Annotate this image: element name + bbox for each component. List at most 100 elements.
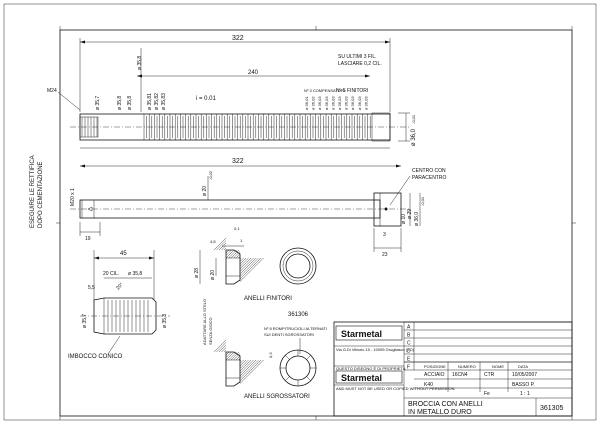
- finisher-dia-label: ø 36,03: [337, 96, 342, 110]
- finisher-label: Nº 5 FINITORI: [336, 88, 368, 94]
- dia-c: ø 35,8: [137, 56, 143, 70]
- finishing-label: ANELLI FINITORI: [244, 296, 292, 302]
- thread-m20: M20 x 1: [70, 188, 76, 206]
- dia-20-ring: ø 20: [210, 270, 216, 280]
- pilot-end: [373, 192, 402, 227]
- drawing-number: 361305: [540, 405, 563, 412]
- rev-letter: C: [407, 341, 411, 347]
- material: ACCIAIO: [424, 372, 445, 378]
- top-view: 322 240 SU ULTIMI 3 FIL. LASCIARE 0,2 CI…: [47, 35, 417, 149]
- dia-357-front: ø 35,7: [82, 314, 88, 328]
- hdr-numero: NUMERO: [458, 364, 476, 369]
- finisher-dia-label: ø 36,03: [324, 96, 329, 110]
- finisher-dia-label: ø 36,03: [363, 96, 368, 110]
- pitch-label: i = 0.01: [196, 96, 217, 102]
- dim-240: 240: [248, 70, 259, 76]
- finish-note-1: SU ULTIMI 3 FIL.: [338, 54, 377, 60]
- roughing-label: ANELLI SGROSSATORI: [244, 394, 310, 400]
- chip-note-2: SUI DENTI SGROSSATORI: [264, 332, 314, 337]
- rev-letter: D: [407, 349, 411, 355]
- hdr-data: DATA: [518, 364, 528, 369]
- no-copy: AND MUST NOT BE USED OR COPIED WITHOUT P…: [336, 386, 455, 391]
- dia-358-front: ø 35,8: [128, 271, 142, 277]
- scale: 1 : 1: [520, 391, 530, 397]
- copyright-it: QUESTO DISEGNO È DI PROPRIETÀ: [336, 366, 406, 371]
- dia-center: ø 10: [401, 214, 407, 224]
- rev-letter: B: [407, 333, 411, 339]
- hdr-posizione: POSIZIONE: [424, 364, 446, 369]
- tol-end: -0,01: [411, 114, 416, 124]
- center-note-1: CENTRO CON: [412, 168, 446, 174]
- hardness: K40: [424, 382, 433, 388]
- dia-end: ø 36,0: [411, 128, 417, 146]
- finisher-dia-label: ø 36,03: [350, 96, 355, 110]
- sheet-border: [3, 3, 597, 421]
- dim-19: 19: [85, 236, 91, 242]
- dim-03: 0,3: [268, 352, 273, 358]
- dim-20cil: 20 CIL.: [103, 271, 119, 277]
- dim-23: 23: [382, 252, 388, 258]
- dia-pilot-tol: -0,01: [420, 196, 425, 206]
- dim-1: 1: [240, 238, 243, 243]
- dim-01: 0,1: [234, 226, 240, 231]
- dim-48: 4,8: [210, 239, 216, 244]
- company-addr: Via G.Di Vittorio 15 - 10095 Grugliasco …: [336, 347, 415, 352]
- ring-section: [225, 249, 241, 285]
- dia-pilot: ø 36,0: [414, 212, 420, 226]
- drawn-by: BASSO P.: [512, 382, 535, 388]
- rough-face-inner: [285, 355, 311, 381]
- dia-step-label: ø 35,81: [147, 93, 153, 110]
- inlet-label: IMBOCCO CONICO: [68, 354, 123, 360]
- title-block: Starmetal Via G.Di Vittorio 15 - 10095 G…: [333, 321, 573, 417]
- rough-ring-section: [225, 351, 241, 387]
- dia-body-tol: -0,02: [208, 170, 213, 180]
- compensator-label: Nº 3 COMPENSATORI: [304, 88, 345, 93]
- dia-step-label: ø 35,82: [154, 93, 160, 110]
- hdr-nome: NOME: [492, 364, 504, 369]
- finishing-rings: 4,8 0,1 1 ø 28 ø 20 ADATTARE ALLO STELO …: [194, 226, 327, 400]
- side-note-1: ADATTARE ALLO STELO: [202, 299, 207, 345]
- dim-3: 3: [383, 232, 386, 238]
- finisher-dia-label: ø 36,03: [357, 96, 362, 110]
- rev-letter: A: [407, 325, 411, 331]
- title-line-2: IN METALLO DURO: [408, 409, 472, 416]
- finisher-dia-label: ø 36,02: [311, 96, 316, 110]
- finish-note-2: LASCIARE 0,2 CIL.: [338, 61, 382, 67]
- dia-step-label: ø 35,83: [161, 93, 167, 110]
- broach-rings: [143, 114, 371, 140]
- dim-45: 45: [120, 251, 127, 257]
- frame-ticks: [56, 26, 576, 420]
- date: 10/05/2007: [512, 372, 537, 378]
- title-line-1: BROCCIA CON ANELLI: [408, 401, 483, 408]
- finisher-dia-label: ø 36,03: [344, 96, 349, 110]
- finish: Fe: [484, 391, 490, 397]
- dia-28-ring: ø 28: [194, 268, 200, 278]
- grind-note-2: DOPO CEMENTAZIONE: [38, 161, 44, 228]
- company-logo: Starmetal: [341, 329, 382, 339]
- dim-body-322: 322: [232, 158, 244, 165]
- finisher-dia-label: ø 36,03: [330, 96, 335, 110]
- ring-face-inner: [285, 253, 311, 279]
- front-body-outline: [93, 297, 157, 335]
- side-note-2: SENZA GIOCO: [208, 317, 213, 345]
- finisher-dia-label: ø 36,03: [317, 96, 322, 110]
- dim-overall-322: 322: [232, 35, 244, 42]
- dia-a: ø 35,8: [117, 96, 123, 110]
- front-detail: 45 20 CIL. ø 35,8 5,5 20° ø 35,7 ø 35,8 …: [68, 250, 170, 360]
- company-logo-2: Starmetal: [341, 373, 382, 383]
- dia-body: ø 20: [202, 186, 208, 196]
- chip-note-1: Nº 8 ROMPITRUCIOLI ALTERNATI: [264, 326, 327, 331]
- angle-20: 20°: [115, 282, 125, 292]
- thread-label: M24: [47, 88, 57, 94]
- finisher-dia-label: ø 36,01: [304, 96, 309, 110]
- body-view: 322 ESEGUIRE LE RETTIFICA DOPO CEMENTAZI…: [30, 155, 446, 258]
- rev-letter: F: [407, 365, 410, 371]
- qty: CTR: [484, 372, 495, 378]
- grind-note-1: ESEGUIRE LE RETTIFICA: [30, 155, 36, 228]
- dim-55: 5,5: [88, 285, 95, 291]
- treatment: 16CN4: [452, 372, 468, 378]
